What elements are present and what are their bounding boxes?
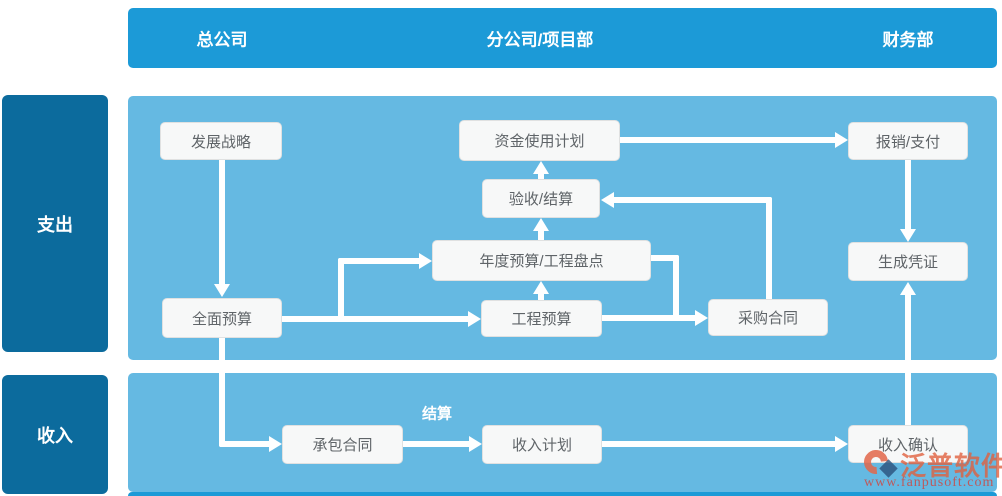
- arrowhead-up-icon: [533, 218, 549, 231]
- edge-segment: [219, 335, 225, 447]
- flow-node-comprehensive-budget: 全面预算: [162, 298, 282, 338]
- flow-node-project-budget: 工程预算: [481, 300, 602, 337]
- flow-node-purchase-contract: 采购合同: [708, 299, 828, 336]
- edge-label: 结算: [421, 405, 453, 423]
- row-label-expense: 支出: [2, 95, 108, 352]
- arrowhead-right-icon: [695, 310, 708, 326]
- arrowhead-right-icon: [269, 436, 282, 452]
- flow-node-development-strategy: 发展战略: [160, 122, 282, 160]
- header-col-finance-dept: 财务部: [882, 30, 934, 50]
- header-bar: 总公司 分公司/项目部 财务部: [128, 8, 997, 68]
- edge-segment: [905, 292, 911, 427]
- arrowhead-up-icon: [900, 282, 916, 295]
- arrowhead-right-icon: [469, 436, 482, 452]
- edge-segment: [538, 228, 544, 242]
- arrowhead-right-icon: [835, 436, 848, 452]
- flow-node-contracting-contract: 承包合同: [282, 425, 403, 464]
- edge-segment: [400, 441, 472, 447]
- arrowhead-down-icon: [900, 229, 916, 242]
- header-col-head-office: 总公司: [196, 30, 248, 50]
- flow-node-income-plan: 收入计划: [482, 425, 602, 464]
- header-col-branch-project: 分公司/项目部: [486, 30, 594, 50]
- arrowhead-right-icon: [419, 253, 432, 269]
- edge-segment: [338, 258, 344, 322]
- footer-strip: [128, 492, 997, 496]
- edge-segment: [338, 258, 422, 264]
- edge-segment: [538, 171, 544, 181]
- flow-node-reimbursement-payment: 报销/支付: [848, 122, 968, 160]
- arrowhead-up-icon: [533, 161, 549, 174]
- edge-segment: [538, 291, 544, 303]
- flow-node-income-confirmation: 收入确认: [848, 425, 968, 463]
- edge-segment: [599, 315, 698, 321]
- edge-segment: [617, 137, 838, 143]
- edge-segment: [905, 157, 911, 232]
- edge-segment: [219, 441, 272, 447]
- flow-node-acceptance-settlement: 验收/结算: [482, 179, 600, 218]
- edge-segment: [599, 441, 838, 447]
- arrowhead-right-icon: [468, 311, 481, 327]
- flow-node-fund-usage-plan: 资金使用计划: [459, 120, 620, 161]
- arrowhead-right-icon: [835, 132, 848, 148]
- flow-node-annual-budget-inventory: 年度预算/工程盘点: [432, 240, 651, 281]
- edge-segment: [219, 157, 225, 287]
- edge-segment: [673, 255, 679, 321]
- edge-segment: [648, 255, 679, 261]
- arrowhead-down-icon: [214, 284, 230, 297]
- row-label-income: 收入: [2, 375, 108, 494]
- edge-segment: [766, 197, 772, 301]
- arrowhead-left-icon: [601, 192, 614, 208]
- edge-segment: [279, 316, 471, 322]
- flow-node-generate-voucher: 生成凭证: [848, 242, 968, 281]
- arrowhead-up-icon: [533, 281, 549, 294]
- edge-segment: [611, 197, 772, 203]
